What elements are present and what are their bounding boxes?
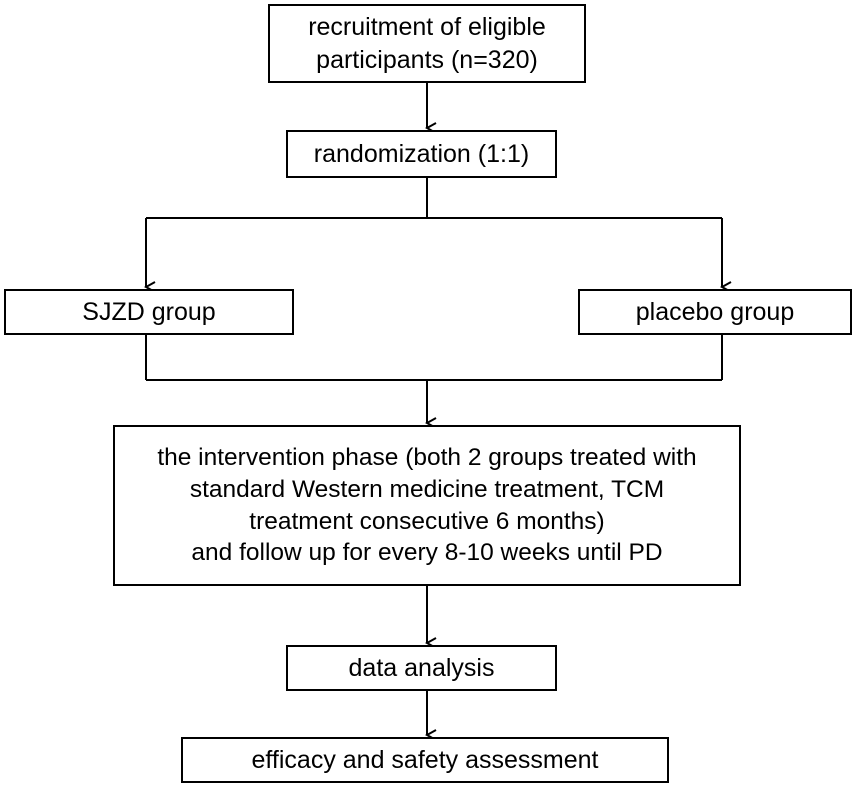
intervention-box: the intervention phase (both 2 groups tr… (113, 425, 741, 586)
recruitment-line-1: recruitment of eligible (308, 13, 546, 41)
efficacy-box: efficacy and safety assessment (181, 737, 669, 783)
intervention-line-3: treatment consecutive 6 months) (249, 507, 605, 535)
intervention-line-2: standard Western medicine treatment, TCM (189, 475, 665, 503)
sjzd-group-box: SJZD group (4, 289, 294, 335)
sjzd-group-label: SJZD group (82, 297, 216, 326)
intervention-line-4: and follow up for every 8-10 weeks until… (191, 539, 663, 567)
recruitment-box: recruitment of eligible participants (n=… (268, 4, 586, 83)
placebo-group-label: placebo group (635, 297, 795, 326)
recruitment-line-2: participants (n=320) (316, 45, 538, 74)
data-analysis-label: data analysis (348, 653, 495, 682)
intervention-line-1: the intervention phase (both 2 groups tr… (157, 443, 697, 471)
placebo-group-box: placebo group (578, 289, 852, 335)
efficacy-label: efficacy and safety assessment (251, 745, 599, 774)
randomization-label: randomization (1:1) (313, 139, 530, 168)
randomization-box: randomization (1:1) (286, 130, 557, 178)
data-analysis-box: data analysis (286, 645, 557, 691)
